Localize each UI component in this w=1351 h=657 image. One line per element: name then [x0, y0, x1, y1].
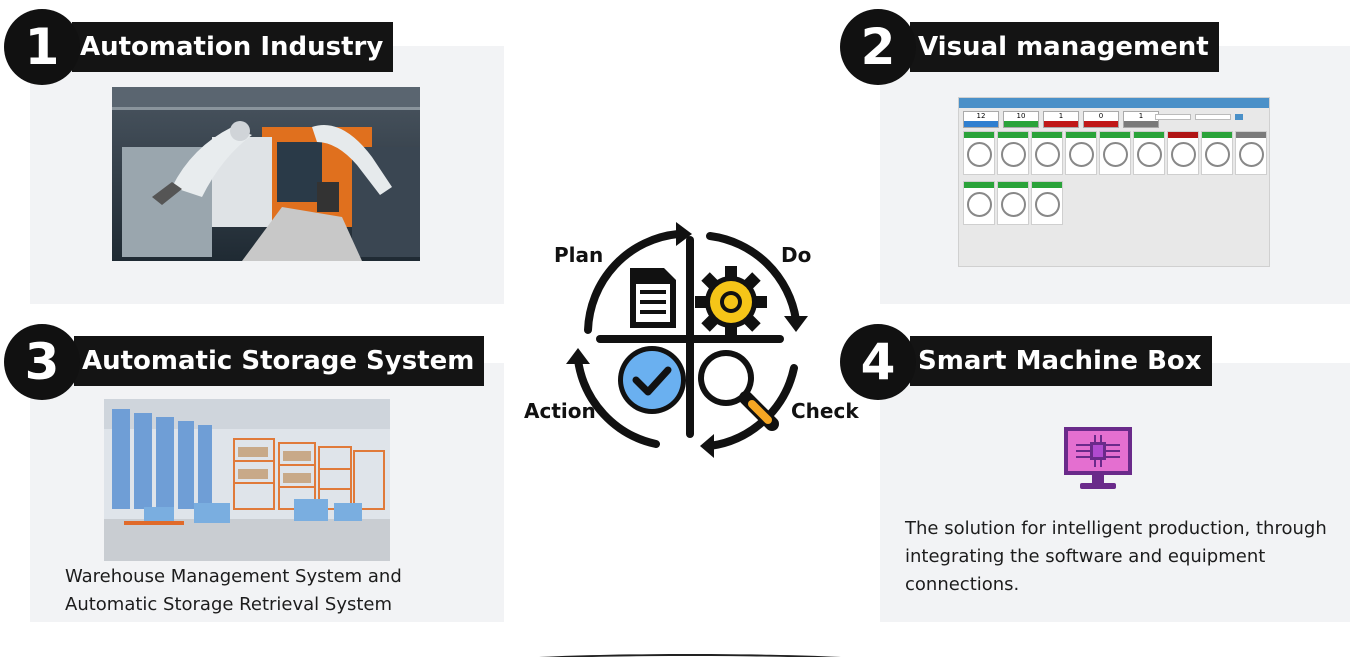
machine-card-gauge — [1001, 192, 1026, 217]
machine-card[interactable] — [963, 181, 995, 225]
robot-arm-photo — [112, 87, 420, 261]
stat-bar — [1044, 121, 1078, 127]
monitor-chip-icon — [1062, 425, 1134, 493]
dashboard-filter-select[interactable] — [1155, 114, 1191, 120]
section-title-visual-management: Visual management — [910, 22, 1219, 72]
stat-bar — [1084, 121, 1118, 127]
machine-card-status-header — [964, 132, 994, 138]
machine-card-gauge — [967, 192, 992, 217]
machine-card[interactable] — [1099, 131, 1131, 175]
plan-arrow-arc — [584, 230, 682, 334]
machine-card-status-header — [1236, 132, 1266, 138]
robot-arm-illustration — [112, 87, 420, 261]
section-title-smart-machine-box: Smart Machine Box — [910, 336, 1212, 386]
section-number-badge-2: 2 — [840, 9, 916, 85]
machine-card[interactable] — [1167, 131, 1199, 175]
machine-card-status-header — [1032, 182, 1062, 188]
pdca-label-action: Action — [524, 399, 596, 423]
machine-card-status-header — [1202, 132, 1232, 138]
dashboard-stat-running: 10 — [1003, 111, 1039, 128]
machine-card[interactable] — [1065, 131, 1097, 175]
machine-card-status-header — [1032, 132, 1062, 138]
warehouse-illustration — [104, 399, 390, 561]
section-number-badge-3: 3 — [4, 324, 80, 400]
warehouse-photo — [104, 399, 390, 561]
dashboard-filter-select[interactable] — [1195, 114, 1231, 120]
do-arrowhead — [784, 316, 808, 332]
do-arrow-arc — [706, 232, 800, 324]
automatic-storage-caption: Warehouse Management System and Automati… — [65, 566, 402, 615]
pdca-label-plan: Plan — [554, 243, 604, 267]
machine-card[interactable] — [1133, 131, 1165, 175]
panel-smart-machine-box — [880, 363, 1350, 622]
pdca-label-check: Check — [791, 399, 859, 423]
machine-card-gauge — [967, 142, 992, 167]
dashboard-screenshot: 12 10 1 0 1 — [958, 97, 1270, 267]
machine-card-gauge — [1171, 142, 1196, 167]
action-arrow-arc — [574, 356, 660, 448]
machine-card-gauge — [1205, 142, 1230, 167]
dashboard-header — [959, 98, 1269, 108]
document-icon — [630, 268, 676, 328]
machine-card[interactable] — [997, 181, 1029, 225]
machine-card[interactable] — [1031, 131, 1063, 175]
machine-card-gauge — [1239, 142, 1264, 167]
stat-bar — [964, 121, 998, 127]
pdca-cycle-diagram — [566, 222, 808, 458]
machine-card-status-header — [1168, 132, 1198, 138]
dashboard-filter-button[interactable] — [1235, 114, 1243, 120]
machine-card-gauge — [1035, 142, 1060, 167]
machine-card-status-header — [1100, 132, 1130, 138]
gear-icon — [695, 266, 767, 338]
machine-card-status-header — [964, 182, 994, 188]
machine-card[interactable] — [963, 131, 995, 175]
plan-arrowhead — [676, 222, 692, 246]
machine-card[interactable] — [1031, 181, 1063, 225]
machine-card[interactable] — [997, 131, 1029, 175]
check-circle-icon — [618, 346, 686, 414]
machine-card-gauge — [1035, 192, 1060, 217]
section-number-badge-4: 4 — [840, 324, 916, 400]
action-arrowhead — [566, 348, 590, 364]
machine-card-status-header — [1066, 132, 1096, 138]
machine-card[interactable] — [1201, 131, 1233, 175]
machine-card-gauge — [1069, 142, 1094, 167]
pdca-label-do: Do — [781, 243, 812, 267]
machine-card-gauge — [1103, 142, 1128, 167]
section-title-automation-industry: Automation Industry — [72, 22, 394, 72]
machine-card[interactable] — [1235, 131, 1267, 175]
machine-card-gauge — [1137, 142, 1162, 167]
check-arrowhead — [700, 434, 714, 458]
stat-bar — [1004, 121, 1038, 127]
dashboard-stat-total: 12 — [963, 111, 999, 128]
machine-card-status-header — [998, 132, 1028, 138]
dashboard-stat-stopped: 1 — [1043, 111, 1079, 128]
magnifier-icon — [698, 350, 779, 431]
section-title-automatic-storage-system: Automatic Storage System — [74, 336, 485, 386]
smart-machine-box-caption: The solution for intelligent production,… — [905, 518, 1327, 595]
dashboard-stat-offline: 1 — [1123, 111, 1159, 128]
section-number-badge-1: 1 — [4, 9, 80, 85]
machine-card-gauge — [1001, 142, 1026, 167]
dashboard-stat-alarm: 0 — [1083, 111, 1119, 128]
machine-card-status-header — [1134, 132, 1164, 138]
stat-bar — [1124, 121, 1158, 127]
machine-card-status-header — [998, 182, 1028, 188]
